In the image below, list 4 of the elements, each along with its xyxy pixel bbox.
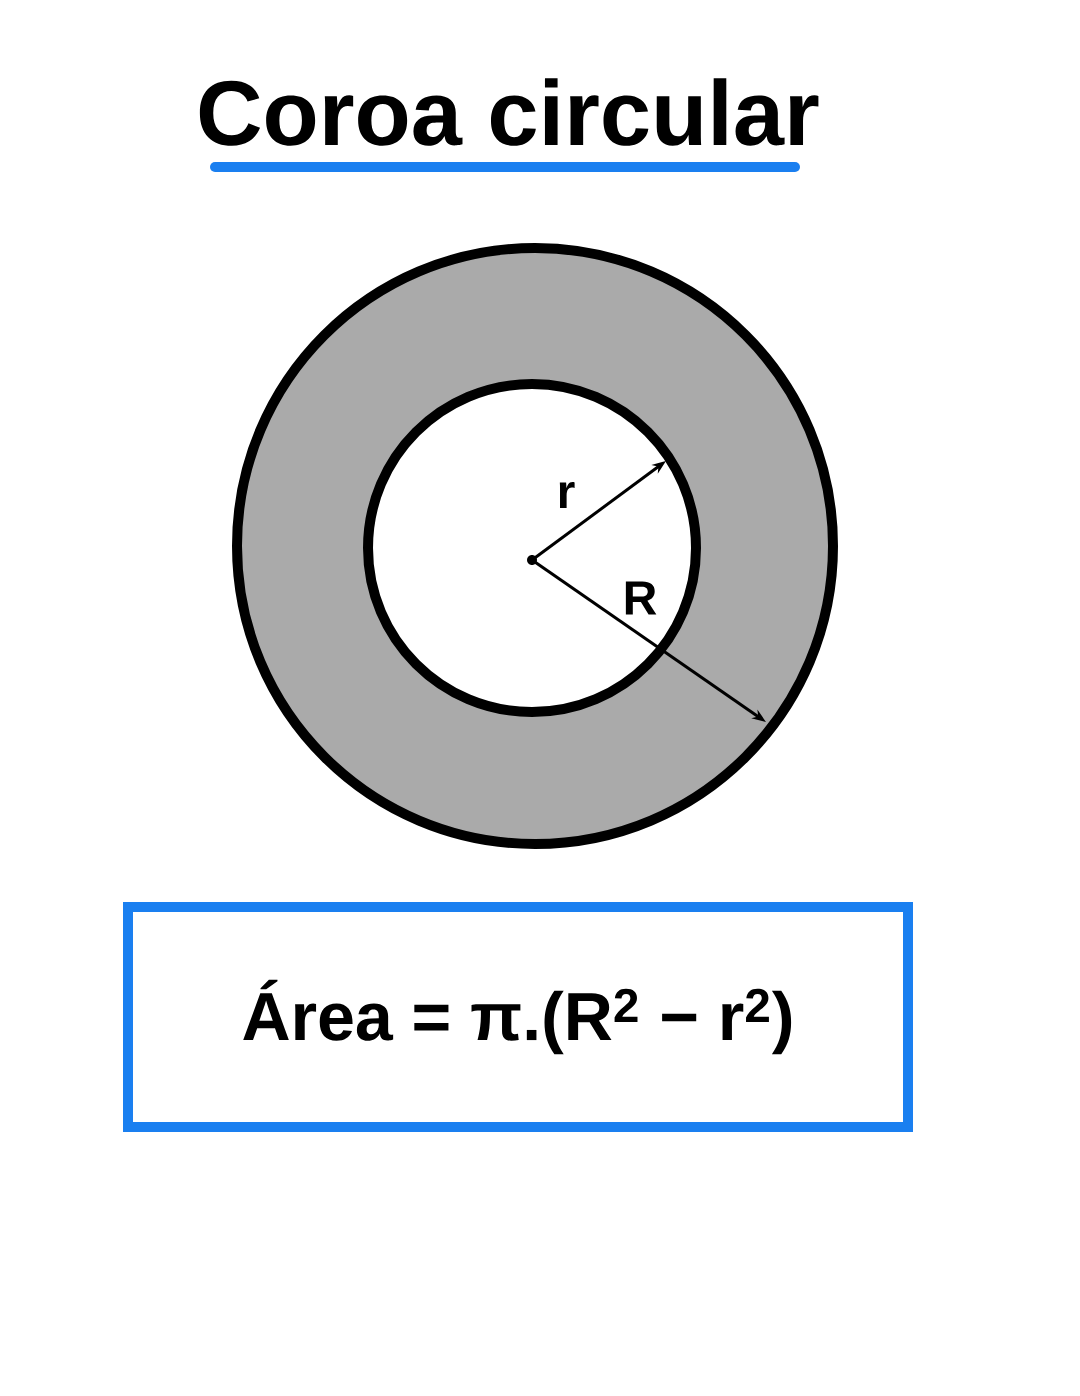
radius-label: R [625,581,657,615]
title: Coroa circular [199,78,819,146]
radius-label: r [559,482,575,508]
formula-box: Área = π.(R$^{2}$ − r$^{2}$) [123,902,913,1132]
